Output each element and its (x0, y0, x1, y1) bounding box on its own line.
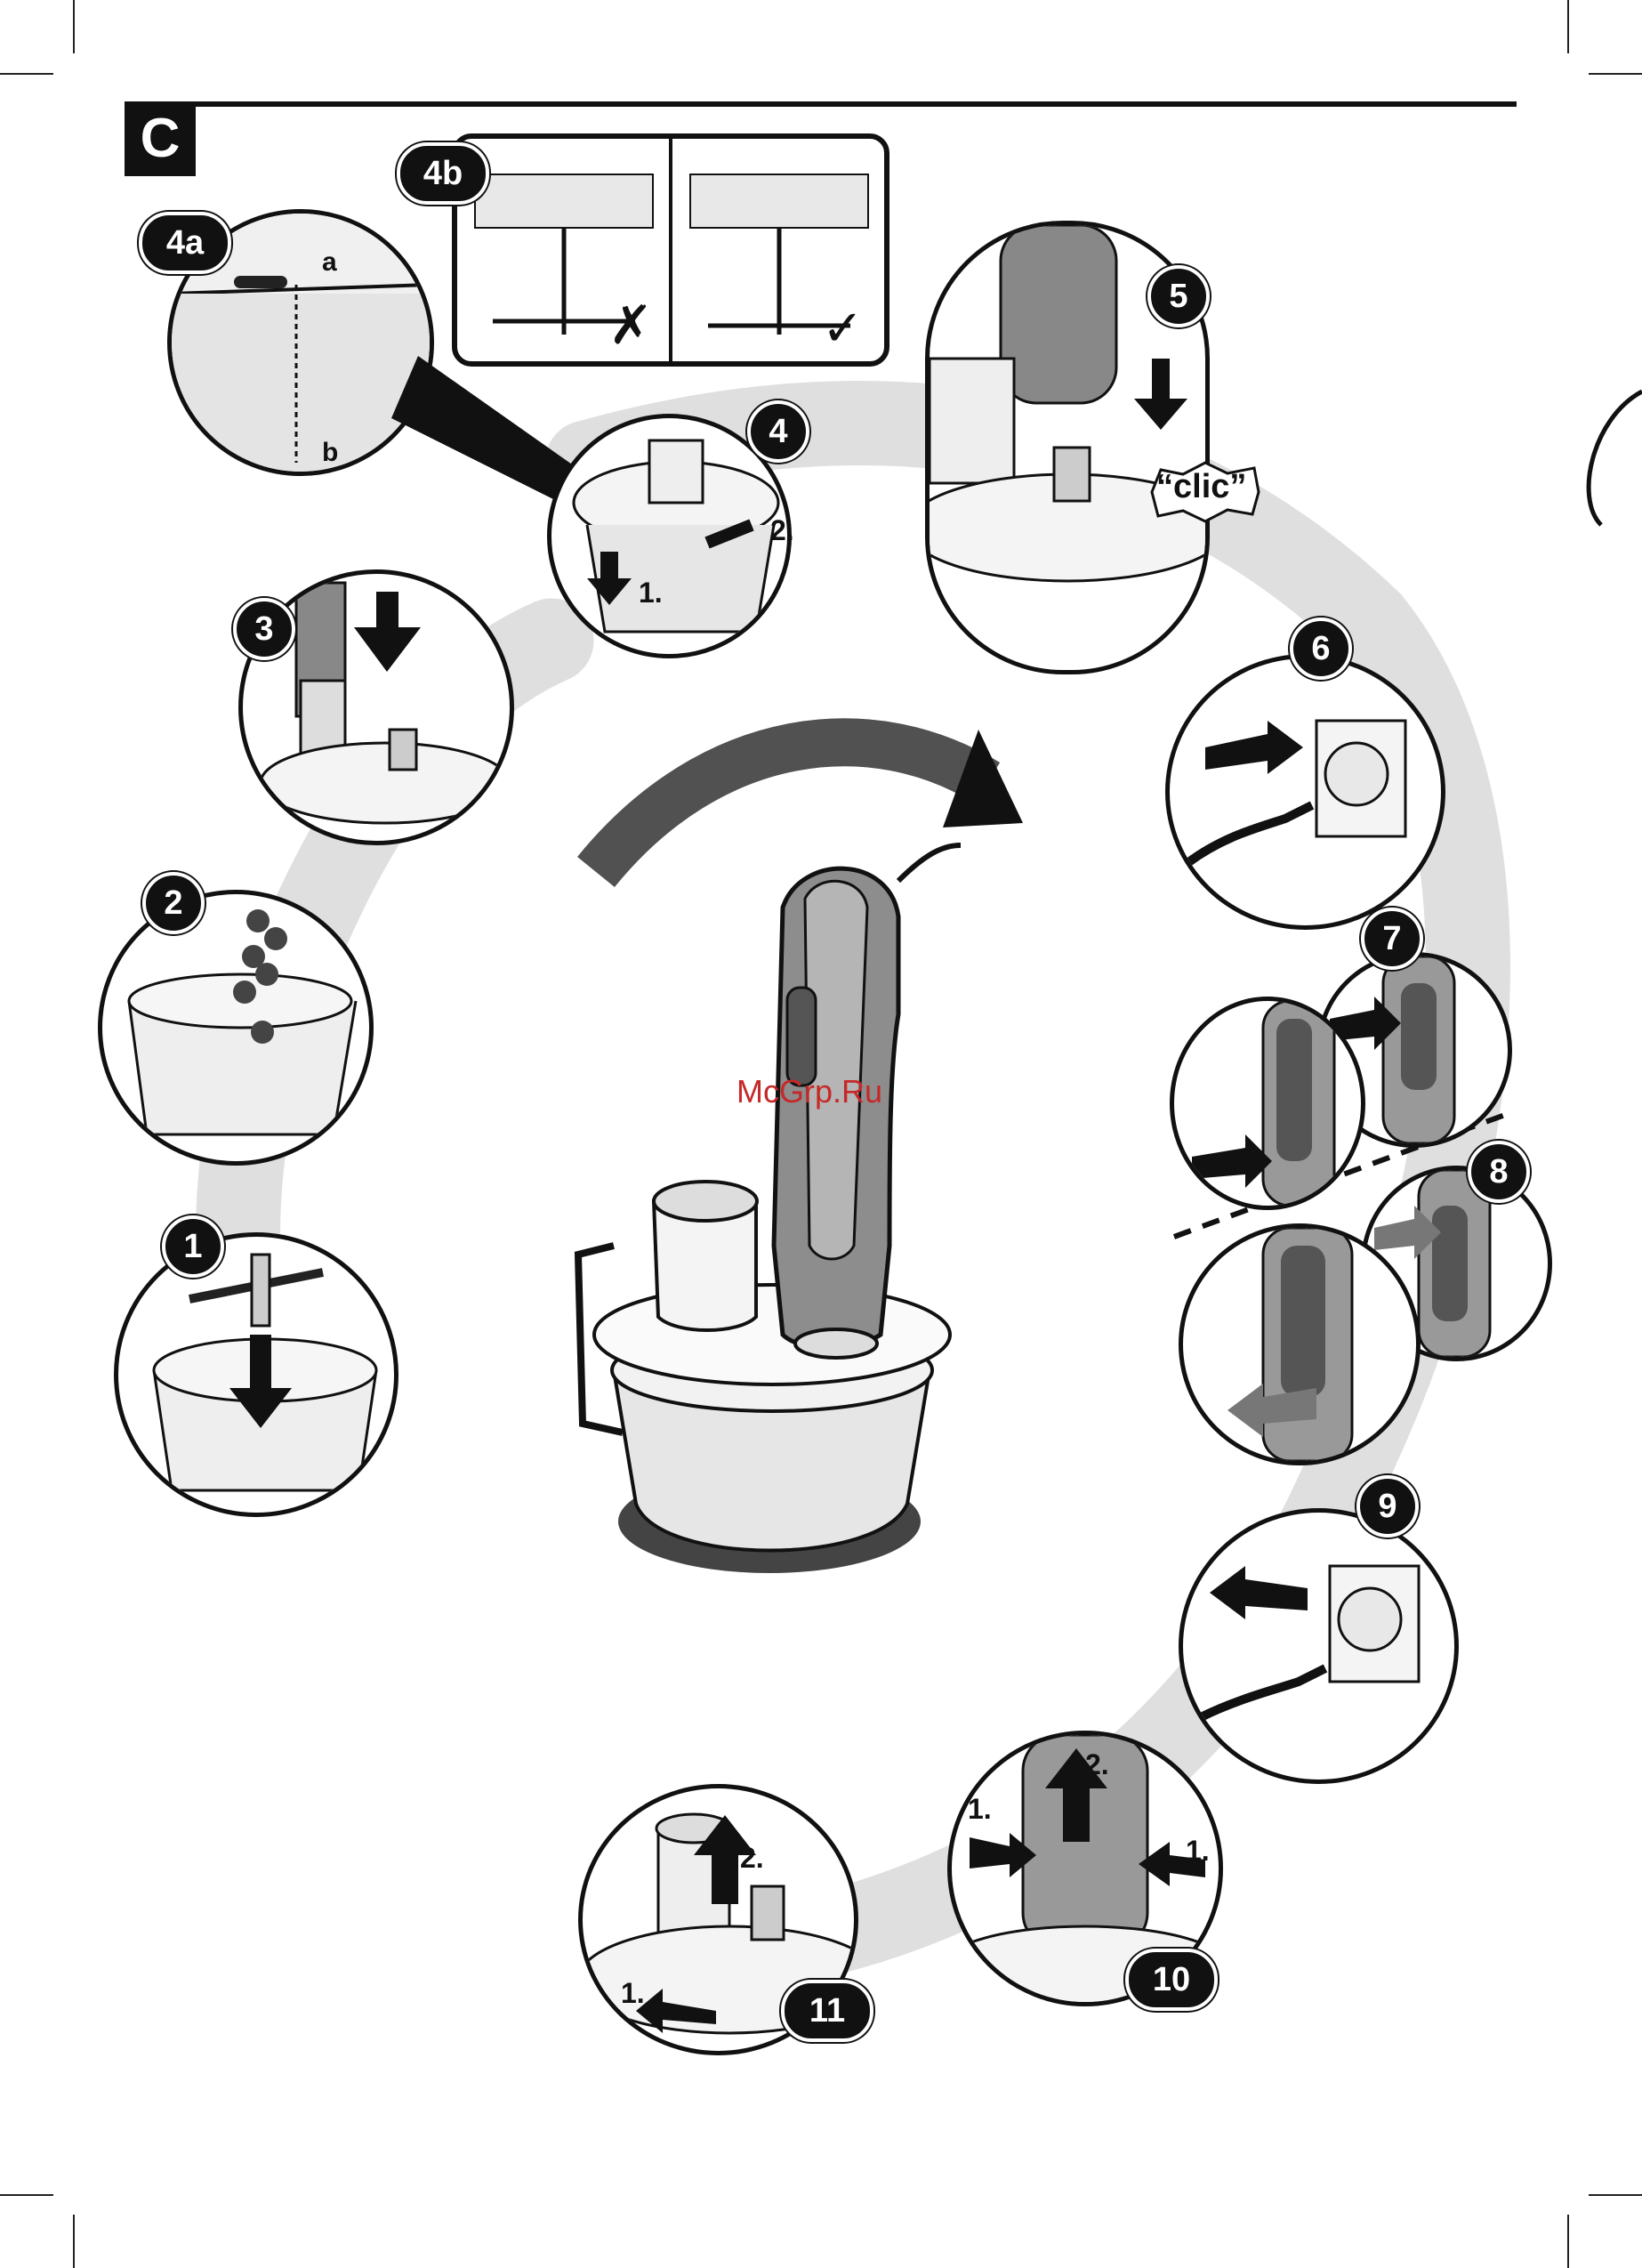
step-2-circle (98, 890, 374, 1166)
step-10-badge: 10 (1125, 1949, 1218, 2011)
food-processor-illustration (578, 845, 961, 1573)
step-4a-badge: 4a (139, 212, 231, 274)
step-5-badge: 5 (1147, 265, 1210, 327)
edge-arc (1589, 391, 1642, 525)
svg-text:✗: ✗ (608, 295, 653, 357)
step-9-circle (1179, 1508, 1459, 1784)
step-4-sub2: 2. (770, 514, 794, 547)
step-7-circle-bottom (1170, 997, 1365, 1210)
step-10-sub1-left: 1. (968, 1793, 992, 1826)
step-6-badge: 6 (1290, 617, 1352, 680)
step-1-circle (114, 1232, 398, 1517)
step-11-badge: 11 (781, 1980, 873, 2042)
marker-b: b (322, 438, 338, 468)
step-10-sub2: 2. (1085, 1748, 1109, 1781)
clic-label: “clic” (1156, 468, 1246, 506)
step-1-badge: 1 (162, 1215, 224, 1278)
step-6-circle (1165, 654, 1445, 930)
step-10-sub1-right: 1. (1186, 1835, 1210, 1868)
step-4b-badge: 4b (397, 142, 489, 205)
watermark: McGrp.Ru (736, 1073, 882, 1110)
step-9-badge: 9 (1356, 1475, 1419, 1538)
svg-text:✓: ✓ (822, 300, 864, 358)
step-11-sub1: 1. (621, 1977, 645, 2010)
step-4-badge: 4 (747, 400, 809, 463)
step-3-badge: 3 (233, 598, 295, 660)
step-11-sub2: 2. (740, 1842, 764, 1875)
step-4b-box: ✗ ✓ (452, 133, 889, 367)
marker-a: a (322, 247, 337, 278)
step-8-circle-bottom (1179, 1223, 1421, 1465)
rotation-arrow (596, 730, 1023, 872)
step-7-badge: 7 (1361, 908, 1423, 970)
step-8-badge: 8 (1468, 1141, 1530, 1203)
step-2-badge: 2 (142, 872, 205, 934)
step-4-sub1: 1. (639, 577, 663, 609)
